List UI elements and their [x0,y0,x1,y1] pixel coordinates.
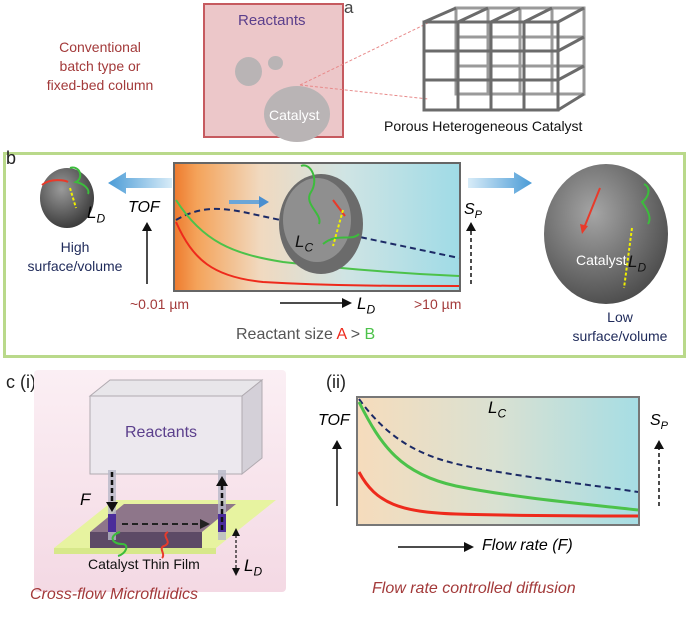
sp-arrow-b [466,222,476,284]
ld-right-main: L [628,252,638,271]
microfluidic-chip [54,470,276,576]
catalyst-particle-large [264,86,330,142]
flow-axis-label: Flow rate (F) [482,537,573,554]
lc-label-c: LC [488,398,506,420]
large-catalyst-sphere [544,164,668,304]
sp-b-sub: P [474,209,483,222]
ld-axis-main: L [357,294,367,313]
reactant-size-prefix: Reactant size [236,326,337,343]
lc-c-main: L [488,398,498,417]
sp-b-main: S [464,201,475,218]
ld-label-right: LD [628,252,646,274]
low-line1: Low [607,309,633,325]
porous-catalyst-caption: Porous Heterogeneous Catalyst [384,118,583,134]
lc-b-sub: C [304,240,314,255]
panel-c-i: (i) [20,372,37,392]
reactant-size-text: Reactant size A > B [236,326,375,344]
zoom-lines [299,21,431,100]
lc-label-b: LC [295,232,313,254]
reactor-catalyst-label: Catalyst [269,107,320,123]
lc-c-sub: C [497,406,507,421]
blue-arrow-right [468,172,532,194]
catalyst-label-right: Catalyst [576,252,627,268]
panel-c-ii-label: (ii) [326,372,346,392]
ld-c-sub: D [253,564,263,579]
sp-label-c: SP [650,412,668,432]
panel-b-frame [3,152,686,358]
ld-c-main: L [244,556,254,575]
panel-b-label: b [6,148,17,168]
ld-label-left: LD [87,203,105,225]
reactor-reactants-label: Reactants [238,12,306,29]
ld-axis-label: LD [357,294,375,316]
ld-left-main: L [87,203,97,222]
caption-c-ii: Flow rate controlled diffusion [372,580,576,597]
ld-label-c: LD [244,556,262,578]
high-line2: surface/volume [27,258,123,274]
sp-c-sub: P [660,420,669,433]
ld-axis-arrow [280,298,352,308]
ld-axis-sub: D [366,302,376,317]
conventional-line3: fixed-bed column [46,77,154,93]
ld-left-sub: D [96,211,106,226]
conventional-line1: Conventional [59,39,141,55]
low-surface-text: Low surface/volume [560,308,680,346]
reactants-block [88,378,264,476]
thin-film-label: Catalyst Thin Film [88,556,200,572]
catalyst-particle-2 [268,56,283,70]
plot-c-ii [356,396,640,526]
sp-c-main: S [650,412,661,429]
catalyst-particle-1 [235,57,262,86]
sp-label-b: SP [464,201,482,221]
tof-label-b: TOF [128,199,160,216]
small-catalyst-sphere [40,166,94,228]
tof-arrow-c [332,440,342,506]
ld-right-sub: D [637,260,647,275]
size-min-label: ~0.01 µm [130,296,190,312]
caption-c-i: Cross-flow Microfluidics [30,586,199,603]
plot-b [173,162,461,292]
reactor-box: Reactants Catalyst [203,3,344,142]
panel-c-label: c (i) [6,372,36,393]
tof-arrow-b [142,222,152,284]
reactant-gt: > [346,326,365,343]
reactant-a: A [336,326,347,343]
high-surface-text: High surface/volume [20,238,130,276]
conventional-line2: batch type or [59,58,141,74]
porous-lattice-image [422,6,586,112]
flow-axis-arrow [398,542,474,552]
size-max-label: >10 µm [414,296,462,312]
sp-arrow-c [654,440,664,506]
f-label: F [80,490,91,509]
reactant-b: B [364,326,376,343]
lc-b-main: L [295,232,305,251]
low-line2: surface/volume [572,328,668,344]
panel-c-letter: c [6,372,15,392]
blue-arrow-left [108,172,172,194]
panel-a-label: a [344,0,354,17]
conventional-text: Conventional batch type or fixed-bed col… [40,38,160,95]
high-line1: High [60,239,90,255]
tof-label-c: TOF [318,412,350,429]
reactants-label-c: Reactants [125,424,198,441]
